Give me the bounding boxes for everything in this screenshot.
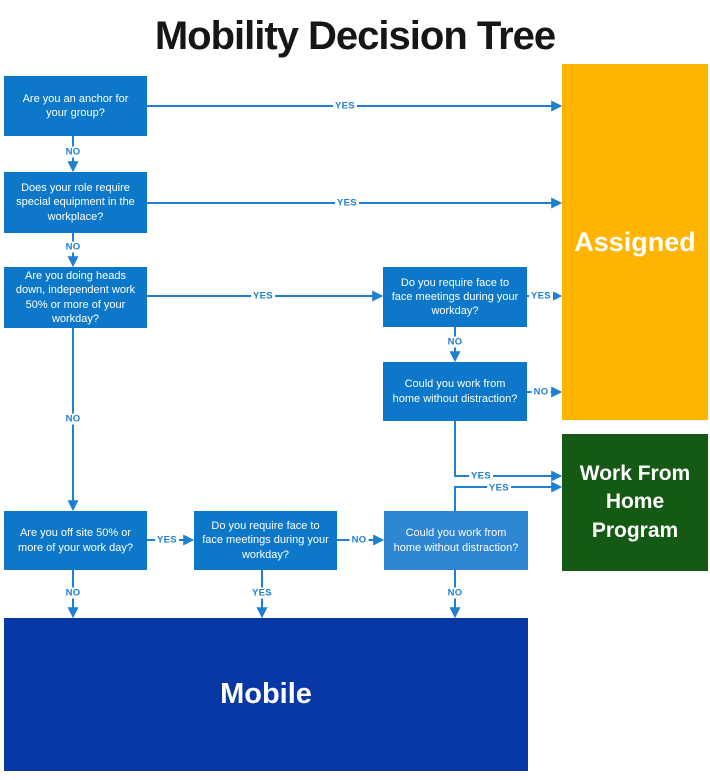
edge-label-yes: YES xyxy=(335,197,359,209)
node-assigned-outcome: Assigned xyxy=(562,64,708,420)
edge-label-no: NO xyxy=(349,534,369,546)
edge-label-no: NO xyxy=(63,146,83,158)
edge-label-yes: YES xyxy=(487,482,511,494)
edge-label-no: NO xyxy=(531,386,551,398)
edge-label-no: NO xyxy=(63,587,83,599)
node-mobile-outcome: Mobile xyxy=(4,618,528,771)
node-wfh-distraction-top-question: Could you work from home without distrac… xyxy=(383,362,527,421)
node-offsite-question: Are you off site 50% or more of your wor… xyxy=(4,511,147,570)
node-face-to-face-bottom-question: Do you require face to face meetings dur… xyxy=(194,511,337,570)
edge-label-yes: YES xyxy=(250,587,274,599)
node-heads-down-question: Are you doing heads down, independent wo… xyxy=(4,267,147,328)
node-wfh-distraction-bottom-question: Could you work from home without distrac… xyxy=(384,511,528,570)
edge-distraction-yes-wfh xyxy=(454,421,563,482)
edge-label-no: NO xyxy=(445,587,465,599)
edge-label-yes: YES xyxy=(469,470,493,482)
node-work-from-home-outcome: Work From Home Program xyxy=(562,434,708,571)
edge-label-no: NO xyxy=(445,336,465,348)
edge-label-no: NO xyxy=(63,241,83,253)
node-anchor-question: Are you an anchor for your group? xyxy=(4,76,147,136)
edge-label-yes: YES xyxy=(251,290,275,302)
edge-label-yes: YES xyxy=(529,290,553,302)
page-title: Mobility Decision Tree xyxy=(154,14,556,58)
edge-label-yes: YES xyxy=(155,534,179,546)
node-equipment-question: Does your role require special equipment… xyxy=(4,172,147,233)
edge-label-yes: YES xyxy=(333,100,357,112)
edge-distraction2-yes-wfh xyxy=(454,481,563,511)
node-face-to-face-top-question: Do you require face to face meetings dur… xyxy=(383,267,527,327)
edge-label-no: NO xyxy=(63,413,83,425)
